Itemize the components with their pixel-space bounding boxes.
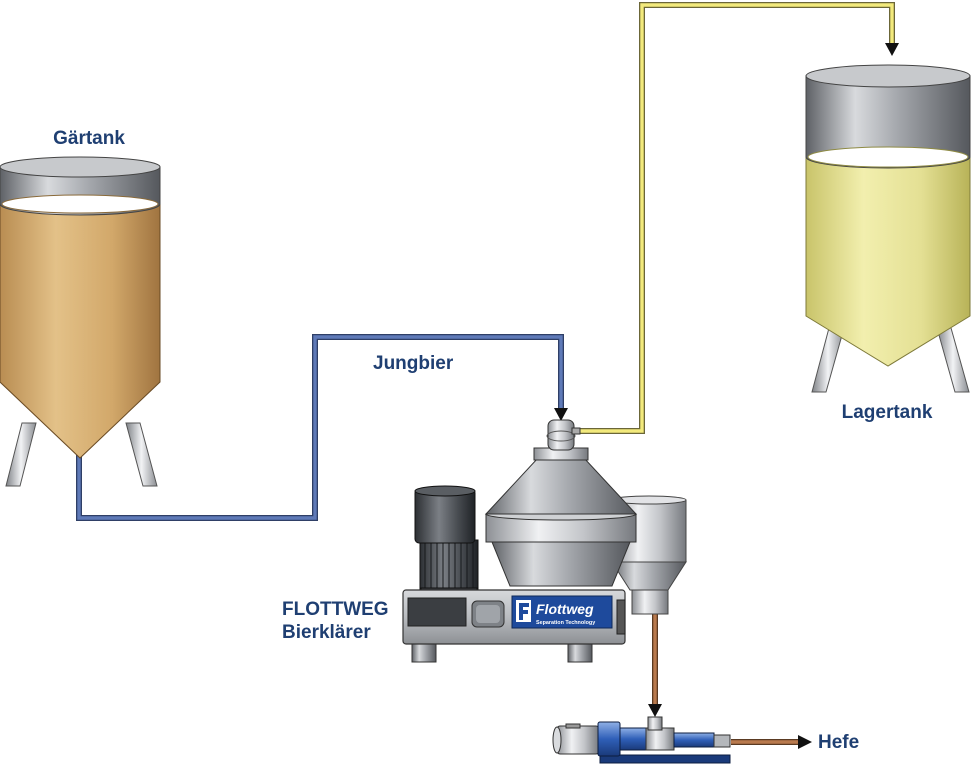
flow-arrow-icon <box>798 735 812 749</box>
flow-arrow-icon <box>554 408 568 421</box>
young-beer-pipe <box>76 334 568 521</box>
separator-name-label: Bierklärer <box>282 622 371 643</box>
separator-motor <box>414 485 479 597</box>
storage-tank <box>805 64 971 393</box>
separator-brand-label: FLOTTWEG <box>282 599 389 620</box>
flow-arrow-icon <box>648 704 662 717</box>
yeast-pump <box>552 716 731 764</box>
yeast-pipe <box>648 612 812 749</box>
clear-beer-pipe <box>576 2 899 434</box>
fermentation-tank <box>0 156 161 487</box>
nameplate-tagline: Separation Technology <box>536 620 595 626</box>
separator-machine: Flottweg Separation Technology <box>402 419 687 663</box>
yeast-label: Hefe <box>818 732 860 753</box>
flottweg-nameplate: Flottweg Separation Technology <box>511 595 613 629</box>
nameplate-brand: Flottweg <box>536 601 594 617</box>
young-beer-label: Jungbier <box>373 353 454 374</box>
flow-arrow-icon <box>885 43 899 56</box>
fermentation-tank-label: Gärtank <box>53 128 125 149</box>
storage-tank-label: Lagertank <box>841 402 933 423</box>
